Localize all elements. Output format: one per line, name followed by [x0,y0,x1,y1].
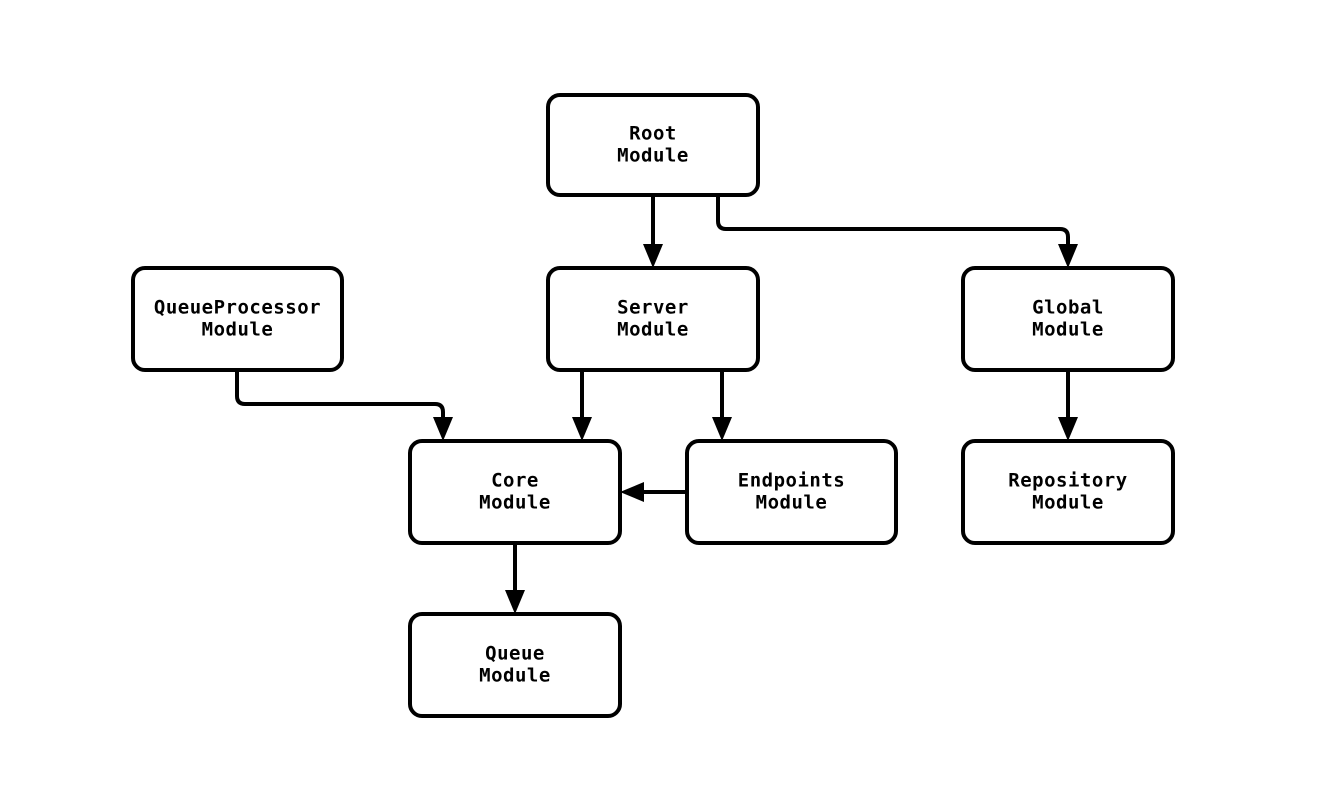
edge-endpoints-to-core-arrowhead-icon [620,482,644,502]
queue-module-node-label-line1: Queue [485,643,545,665]
queue-module-node-label-line2: Module [479,665,551,687]
global-module-node-label-line1: Global [1032,297,1104,319]
edges-layer [235,195,1078,614]
repository-module-node-label-line2: Module [1032,492,1104,514]
repository-module-node-label-line1: Repository [1008,470,1127,492]
endpoints-module-node-label-line2: Module [756,492,828,514]
root-module-node-label-line1: Root [629,123,677,145]
edge-global-to-repository [1058,370,1078,441]
edge-endpoints-to-core [620,482,687,502]
global-module-node-box[interactable] [961,266,1175,372]
server-module-node-box[interactable] [546,266,760,372]
queueprocessor-module-node-label-line1: QueueProcessor [154,297,321,319]
server-module-node-label-line1: Server [617,297,689,319]
core-module-node-box[interactable] [408,439,622,545]
edge-root-to-global [716,195,1078,268]
edge-server-to-endpoints [712,370,732,441]
core-module-node-label-line2: Module [479,492,551,514]
edge-core-to-queue-arrowhead-icon [505,590,525,614]
edge-root-to-global-line [716,195,1070,252]
root-module-node-box[interactable] [546,93,760,197]
edge-server-to-core-arrowhead-icon [572,417,592,441]
global-module-node-label-line2: Module [1032,319,1104,341]
endpoints-module-node-label-line1: Endpoints [738,470,845,492]
edge-root-to-server [643,195,663,268]
edge-core-to-queue [505,543,525,614]
queueprocessor-module-node-label-line2: Module [202,319,274,341]
edge-queueprocessor-to-core-arrowhead-icon [433,417,453,441]
queueprocessor-module-node-box[interactable] [131,266,344,372]
edge-root-to-global-arrowhead-icon [1058,244,1078,268]
edge-global-to-repository-arrowhead-icon [1058,417,1078,441]
edge-server-to-core [572,370,592,441]
endpoints-module-node-box[interactable] [685,439,898,545]
edge-queueprocessor-to-core-line [235,370,445,425]
server-module-node-label-line2: Module [617,319,689,341]
nodes-layer: RootModuleQueueProcessorModuleServerModu… [131,93,1175,718]
edge-server-to-endpoints-arrowhead-icon [712,417,732,441]
edge-queueprocessor-to-core [235,370,453,441]
queue-module-node-box[interactable] [408,612,622,718]
edge-root-to-server-arrowhead-icon [643,244,663,268]
root-module-node-label-line2: Module [617,145,689,167]
repository-module-node-box[interactable] [961,439,1175,545]
core-module-node-label-line1: Core [491,470,539,492]
